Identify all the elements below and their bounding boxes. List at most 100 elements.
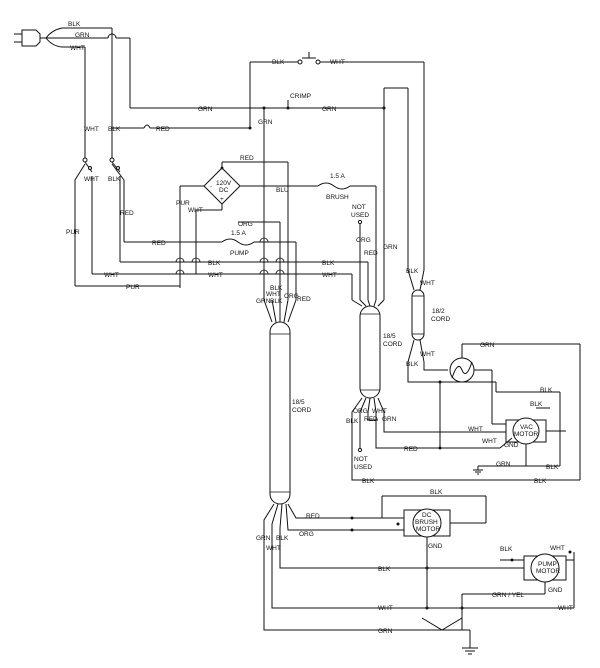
cordA-size: 18/5 [292, 399, 305, 406]
blk-182-bot-label: BLK [406, 361, 419, 368]
blk-brush-label: BLK [430, 489, 443, 496]
not-used-bot-1: NOT [354, 456, 368, 463]
wht-switch-label-b: WHT [84, 176, 99, 183]
blk-cordA-label: BLK [270, 285, 283, 292]
wht-h-label-a: WHT [104, 272, 119, 279]
brush-fuse-label: BRUSH [326, 194, 349, 201]
red-cordA-bot-label: RED [306, 513, 320, 520]
blk-182-label: BLK [406, 268, 419, 275]
vac-motor-label-1: VAC [520, 424, 533, 431]
wht-182-bot-label: WHT [420, 351, 435, 358]
vac-motor [505, 417, 566, 445]
wht-vac-label: WHT [468, 426, 483, 433]
brush-motor-label-2: BRUSH [415, 519, 438, 526]
brush-motor-label-3: MOTOR [416, 526, 440, 533]
blk-h-label-b: BLK [322, 260, 335, 267]
red-top-label: RED [156, 126, 170, 133]
wht-h-label-c: WHT [322, 272, 337, 279]
plug-blk-label: BLK [68, 21, 81, 28]
wht-182-label: WHT [420, 280, 435, 287]
blk-h-label-a: BLK [208, 260, 221, 267]
org-cordB-label: ORG [353, 408, 368, 415]
cordB-size: 18/5 [383, 333, 396, 340]
cordB-cord: CORD [383, 341, 402, 348]
cord-18-5-right [359, 305, 381, 399]
red-cordB-bot-label: RED [404, 446, 418, 453]
grn-top-label-b: GRN [322, 106, 337, 113]
ground-symbol-main [462, 647, 478, 655]
blk-right-label-b: BLK [530, 401, 543, 408]
blk-right-label-a: BLK [540, 387, 553, 394]
blk-switch-label-a: BLK [108, 126, 121, 133]
org-cordA-label: ORG [284, 293, 299, 300]
grn-bottom-label: GRN [378, 628, 393, 635]
crossover-arcs [175, 237, 285, 275]
pur-h-label: PUR [126, 284, 140, 291]
pump-motor [523, 553, 567, 583]
red-switch-label: RED [120, 210, 134, 217]
pur-left-label: PUR [66, 229, 80, 236]
power-plug [14, 27, 80, 48]
vac-motor-label-2: MOTOR [514, 431, 538, 438]
plug-grn-label: GRN [75, 32, 90, 39]
wht-cordA-bot-label: WHT [266, 545, 281, 552]
red-pump-label: RED [152, 240, 166, 247]
pump-motor-label-2: MOTOR [536, 568, 560, 575]
brush-fuse [317, 182, 351, 190]
red-cordA-label: RED [297, 296, 311, 303]
not-used-bot-2: USED [354, 464, 372, 471]
vac-motor-gnd: GND [504, 442, 519, 449]
blk-cordB-label: BLK [346, 418, 359, 425]
grn-yel-label: GRN / YEL [492, 592, 524, 599]
blk-cordA-bot-label: BLK [276, 535, 289, 542]
blk-bottom-label-b: BLK [362, 478, 375, 485]
grn-cordB-label: GRN [382, 416, 397, 423]
main-switch-blk [109, 120, 125, 262]
ground-symbol-mid [473, 466, 483, 475]
rectifier-label-1: 120V [216, 180, 232, 187]
blk-switch-label-b: BLK [108, 176, 121, 183]
pump-motor-gnd: GND [548, 587, 563, 594]
blk-pump-main-label: BLK [378, 566, 391, 573]
cordA-cord: CORD [292, 407, 311, 414]
thermal-protector [449, 357, 475, 383]
grn-top-label-a: GRN [198, 106, 213, 113]
grn-right-label: GRN [383, 244, 398, 251]
pump-fuse-label: PUMP [230, 250, 249, 257]
rectifier-minus: - [210, 183, 212, 190]
red-cordB-label: RED [364, 416, 378, 423]
blk-cordA-label-b: BLK [270, 298, 283, 305]
top-switch [250, 52, 424, 65]
brush-motor-gnd: GND [428, 543, 443, 550]
rectifier-label-2: DC [219, 187, 229, 194]
not-used-top-1: NOT [352, 204, 366, 211]
wht-h-label-b: WHT [208, 272, 223, 279]
org-top-label: ORG [356, 237, 371, 244]
grn-thermal-label: GRN [480, 342, 495, 349]
switch-wht-label: WHT [330, 59, 345, 66]
blk-pump-label: BLK [500, 546, 513, 553]
rectifier-plus: + [220, 196, 224, 203]
wht-bottom-label-b: WHT [558, 605, 573, 612]
wht-vac-label-b: WHT [482, 438, 497, 445]
grn-cordA-bot-label: GRN [256, 535, 271, 542]
grn-cordA-label: GRN [256, 298, 271, 305]
cord-18-5-left [269, 321, 291, 505]
brush-motor-label-1: DC [422, 512, 432, 519]
wht-cordB-label: WHT [372, 408, 387, 415]
grn-crimp-label: GRN [258, 119, 273, 126]
cordC-cord: CORD [431, 316, 450, 323]
red-rectifier-label: RED [240, 155, 254, 162]
wht-pump-label: WHT [550, 545, 565, 552]
cordC-size: 18/2 [432, 308, 445, 315]
pump-fuse [221, 238, 255, 246]
blk-bottom-label: BLK [534, 478, 547, 485]
wht-cordA-label: WHT [266, 291, 281, 298]
org-label-a: ORG [238, 221, 253, 228]
red-mid-label: RED [364, 250, 378, 257]
plug-wht-label: WHT [70, 45, 85, 52]
pump-fuse-rating: 1.5 A [231, 230, 246, 237]
wht-rect-label: WHT [188, 207, 203, 214]
blk-vac-bot-label: BLK [546, 464, 559, 471]
